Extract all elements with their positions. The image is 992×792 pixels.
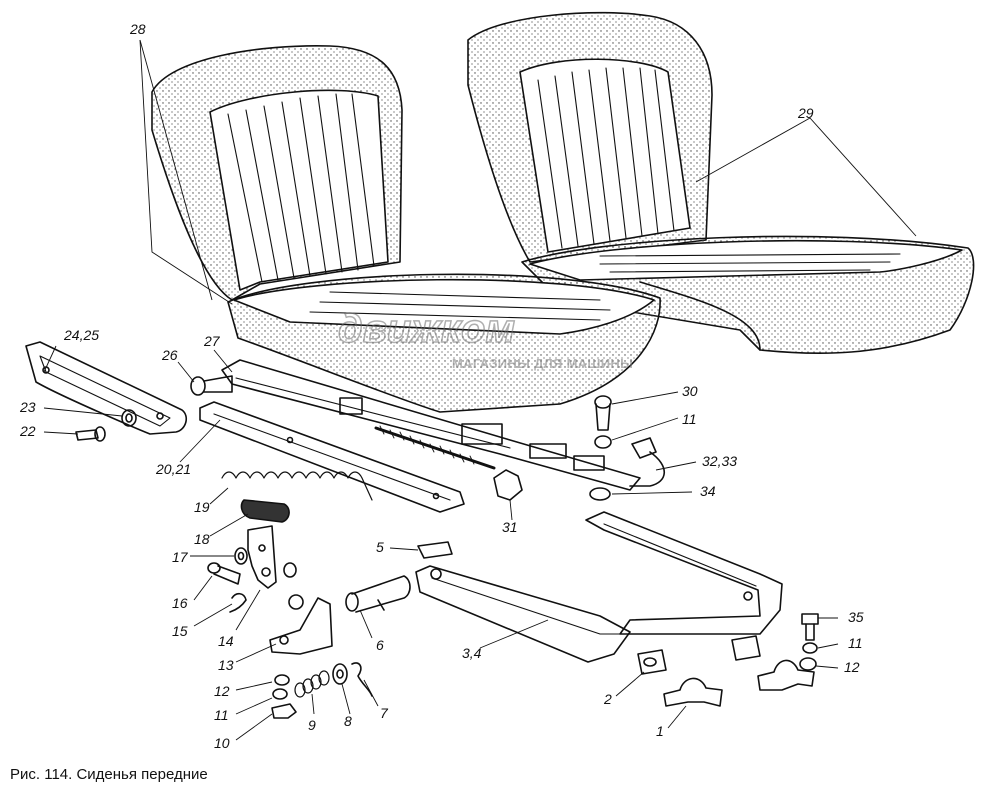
- washer-17: [234, 547, 248, 565]
- right-seat: [467, 11, 975, 355]
- callout-9: 9: [308, 717, 316, 733]
- lower-rail-20-21: [199, 401, 465, 513]
- washer-34: [589, 487, 611, 501]
- washer-11: [272, 688, 288, 700]
- callout-35: 35: [848, 609, 864, 625]
- bushing-2: [637, 649, 667, 675]
- left-cushion-pleats: [309, 291, 611, 321]
- knob-31: [493, 469, 523, 501]
- callout-10: 10: [214, 735, 230, 751]
- callout-15: 15: [172, 623, 188, 639]
- right-seat-back-panel: [519, 58, 691, 253]
- right-back-pleats: [537, 67, 675, 249]
- right-cushion-pleats: [599, 253, 901, 273]
- callout-26: 26: [161, 347, 178, 363]
- callout-14: 14: [218, 633, 234, 649]
- nut-10: [271, 703, 297, 719]
- washer-near-14: [283, 562, 297, 578]
- callout-12: 12: [214, 683, 230, 699]
- callout-3-4: 3,4: [462, 645, 482, 661]
- callout-6: 6: [376, 637, 384, 653]
- washer-8: [332, 663, 348, 685]
- callout-13: 13: [218, 657, 234, 673]
- callout-34: 34: [700, 483, 716, 499]
- washer-12: [274, 674, 290, 686]
- screw-22: [75, 426, 106, 442]
- callout-5: 5: [376, 539, 384, 555]
- washer-12-right: [799, 657, 817, 671]
- watermark-brand: движком: [338, 307, 515, 351]
- figure-caption: Рис. 114. Сиденья передние: [10, 766, 208, 783]
- clip-5: [417, 541, 453, 559]
- slide-rail-27: [221, 359, 641, 491]
- bracket-13: [269, 594, 333, 655]
- callout-11: 11: [214, 707, 229, 723]
- callout-23: 23: [19, 399, 36, 415]
- callout-28: 28: [129, 21, 146, 37]
- callout-1: 1: [656, 723, 664, 739]
- bracket-14: [247, 525, 277, 589]
- bushing-near-frame: [731, 635, 761, 661]
- clamp-1: [663, 677, 723, 707]
- callout-7: 7: [380, 705, 389, 721]
- callout-19: 19: [194, 499, 210, 515]
- callout-20-21: 20,21: [155, 461, 191, 477]
- callout-29: 29: [797, 105, 814, 121]
- seat-frame-3-4: [415, 511, 783, 663]
- pin-16: [207, 562, 241, 585]
- callout-17: 17: [172, 549, 189, 565]
- spring-19: [221, 471, 373, 501]
- callout-12-right: 12: [844, 659, 860, 675]
- left-seat-back-panel: [209, 89, 389, 291]
- callout-11-upper: 11: [682, 411, 697, 427]
- left-seat: [151, 45, 661, 413]
- callout-11-right: 11: [848, 635, 863, 651]
- callout-16: 16: [172, 595, 188, 611]
- callout-18: 18: [194, 531, 210, 547]
- left-cushion-top: [233, 278, 655, 335]
- callout-27: 27: [203, 333, 221, 349]
- lever-6: [345, 575, 411, 613]
- callout-2: 2: [603, 691, 612, 707]
- bolt-30: [594, 395, 612, 431]
- callout-31: 31: [502, 519, 518, 535]
- threaded-rod: [374, 425, 496, 470]
- callouts: 28 29 24,25 26 27 23 22 20,21 19 18 17 1…: [19, 21, 864, 751]
- spring-9: [294, 670, 330, 698]
- callout-8: 8: [344, 713, 352, 729]
- callout-22: 22: [19, 423, 36, 439]
- bolt-35: [801, 613, 819, 641]
- right-seat-front-roll: [639, 281, 761, 351]
- callout-24-25: 24,25: [63, 327, 99, 343]
- leader-lines: [43, 39, 917, 741]
- left-back-pleats: [227, 93, 375, 283]
- callout-30: 30: [682, 383, 698, 399]
- clamp-12: [757, 659, 815, 691]
- callout-32-33: 32,33: [702, 453, 737, 469]
- pad-18: [240, 499, 290, 523]
- washer-23: [121, 409, 137, 427]
- cotter-15: [229, 592, 247, 613]
- cable-32-33: [629, 437, 666, 487]
- trim-plate-24-25: [25, 341, 188, 435]
- clip-7: [351, 662, 373, 697]
- watermark-subtitle: МАГАЗИНЫ ДЛЯ МАШИНЫ: [452, 356, 634, 371]
- knob-26: [190, 375, 233, 396]
- washer-11-right: [802, 642, 818, 654]
- washer-11-upper: [594, 435, 612, 449]
